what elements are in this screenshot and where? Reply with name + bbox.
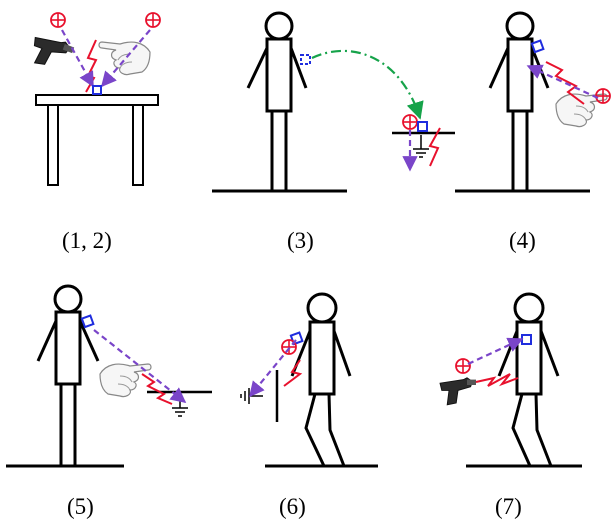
panel-3: (3) <box>212 11 455 253</box>
panel-caption: (7) <box>495 494 522 519</box>
panel-1-2: (1, 2) <box>26 12 161 253</box>
discharge-path <box>467 337 524 365</box>
positive-charge-icon <box>455 358 471 374</box>
stick-figure <box>36 284 100 465</box>
contact-point-icon <box>530 39 545 54</box>
ground-symbol-icon <box>171 393 189 417</box>
contact-point-icon <box>92 85 102 95</box>
panel-caption: (3) <box>287 228 314 253</box>
panel-caption: (6) <box>279 494 306 519</box>
positive-charge-icon <box>595 88 611 104</box>
spark-icon <box>545 61 585 105</box>
stick-figure <box>290 292 352 467</box>
esd-gun-icon <box>439 377 477 406</box>
contact-point-icon <box>521 334 532 345</box>
positive-charge-icon <box>145 12 161 28</box>
discharge-path <box>249 339 297 398</box>
panel-6: (6) <box>240 292 378 519</box>
discharge-path <box>61 29 94 88</box>
pointing-hand-icon <box>98 41 151 76</box>
spark-icon <box>475 373 519 387</box>
positive-charge-icon <box>402 114 418 130</box>
pointing-hand-icon <box>555 93 608 128</box>
discharge-path <box>100 29 151 88</box>
stick-figure <box>497 292 560 467</box>
contact-point-icon <box>300 54 311 65</box>
table <box>35 94 159 186</box>
spark-icon <box>141 373 173 405</box>
contact-point-icon <box>417 121 428 132</box>
ground-symbol-icon <box>412 134 430 158</box>
panel-4: (4) <box>455 11 611 253</box>
spark-icon <box>283 359 303 387</box>
panel-5: (5) <box>6 284 212 519</box>
esd-gun-icon <box>26 31 76 75</box>
contact-point-icon <box>80 314 95 329</box>
positive-charge-icon <box>50 12 66 28</box>
ground-symbol-icon <box>240 387 264 405</box>
panel-caption: (1, 2) <box>62 228 112 253</box>
transfer-path <box>311 49 424 120</box>
discharge-path <box>526 64 599 100</box>
panel-7: (7) <box>439 292 582 519</box>
stick-figure <box>488 11 550 190</box>
panel-caption: (5) <box>67 494 94 519</box>
stick-figure <box>246 11 308 190</box>
panel-caption: (4) <box>509 228 536 253</box>
spark-icon <box>428 127 441 167</box>
contact-point-icon <box>289 331 304 346</box>
